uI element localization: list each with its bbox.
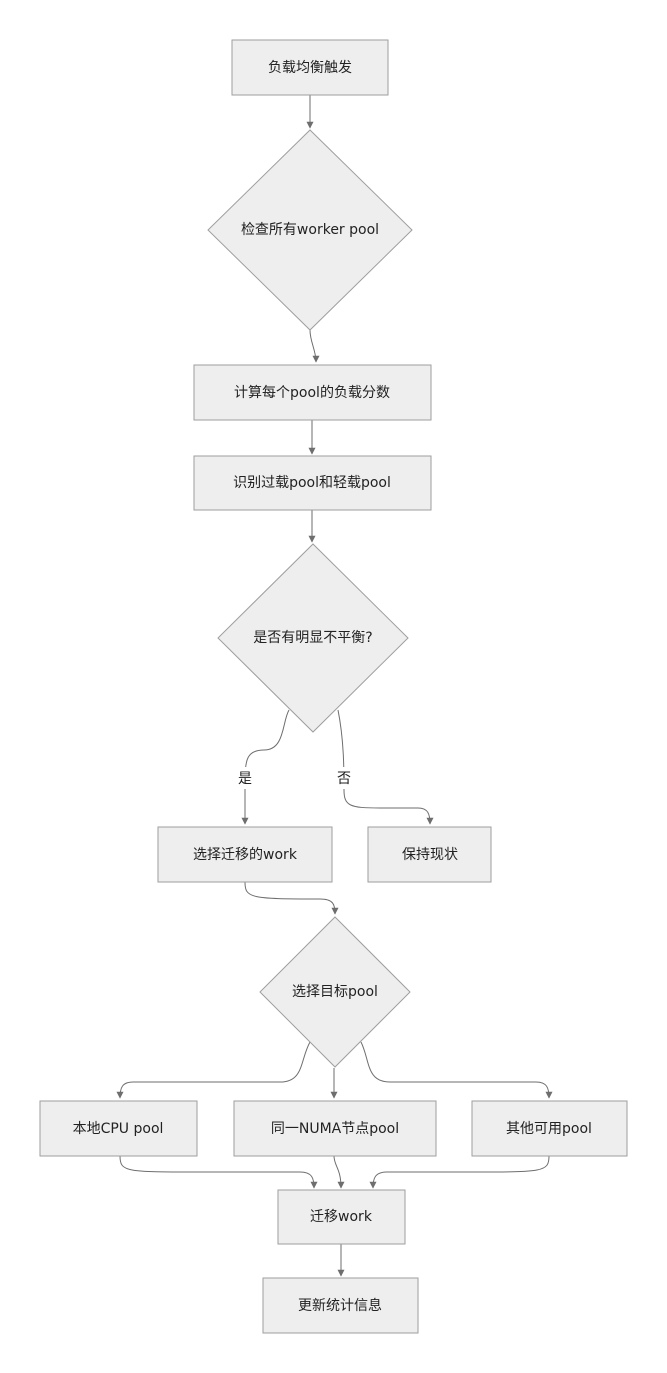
node-select-work-label: 选择迁移的work (193, 847, 298, 863)
edge-label-no-group: 否 (333, 767, 355, 789)
node-select-target-label: 选择目标pool (292, 984, 378, 1000)
node-check-pools-label: 检查所有worker pool (241, 222, 379, 238)
edge-label-yes: 是 (238, 771, 252, 787)
edge-selectwork-to-target (244, 881, 339, 915)
edge-label-yes-group: 是 (234, 767, 256, 789)
edge-check-to-compute (309, 329, 320, 363)
node-update-stats-label: 更新统计信息 (298, 1297, 382, 1314)
node-trigger: 负载均衡触发 (231, 39, 389, 96)
edge-imbalance-no (337, 709, 434, 825)
node-imbalance-label: 是否有明显不平衡? (253, 630, 372, 646)
node-other-pool-label: 其他可用pool (506, 1121, 592, 1137)
edge-numa-to-migrate (333, 1155, 345, 1189)
node-migrate: 迁移work (277, 1189, 406, 1245)
node-keep-status-label: 保持现状 (402, 847, 458, 863)
node-compute-score: 计算每个pool的负载分数 (193, 364, 432, 421)
node-other-pool: 其他可用pool (471, 1100, 628, 1157)
node-keep-status: 保持现状 (367, 826, 492, 883)
edge-label-no: 否 (337, 771, 351, 787)
edge-target-to-other (360, 1041, 553, 1099)
node-compute-score-label: 计算每个pool的负载分数 (234, 385, 390, 401)
node-identify-pools-label: 识别过载pool和轻载pool (233, 475, 391, 491)
edges (116, 95, 553, 1277)
edge-other-to-migrate (369, 1155, 550, 1189)
node-check-pools: 检查所有worker pool (207, 129, 413, 331)
node-select-work: 选择迁移的work (157, 826, 333, 883)
node-imbalance: 是否有明显不平衡? (217, 543, 409, 733)
node-trigger-label: 负载均衡触发 (268, 60, 352, 76)
node-update-stats: 更新统计信息 (262, 1277, 419, 1334)
node-same-numa-label: 同一NUMA节点pool (271, 1121, 399, 1137)
node-local-cpu: 本地CPU pool (39, 1100, 198, 1157)
node-identify-pools: 识别过载pool和轻载pool (193, 455, 432, 511)
edge-local-to-migrate (119, 1155, 318, 1189)
node-local-cpu-label: 本地CPU pool (73, 1121, 164, 1137)
node-select-target: 选择目标pool (259, 916, 411, 1068)
node-same-numa: 同一NUMA节点pool (233, 1100, 437, 1157)
edge-target-to-local (116, 1041, 311, 1099)
node-migrate-label: 迁移work (310, 1209, 373, 1225)
